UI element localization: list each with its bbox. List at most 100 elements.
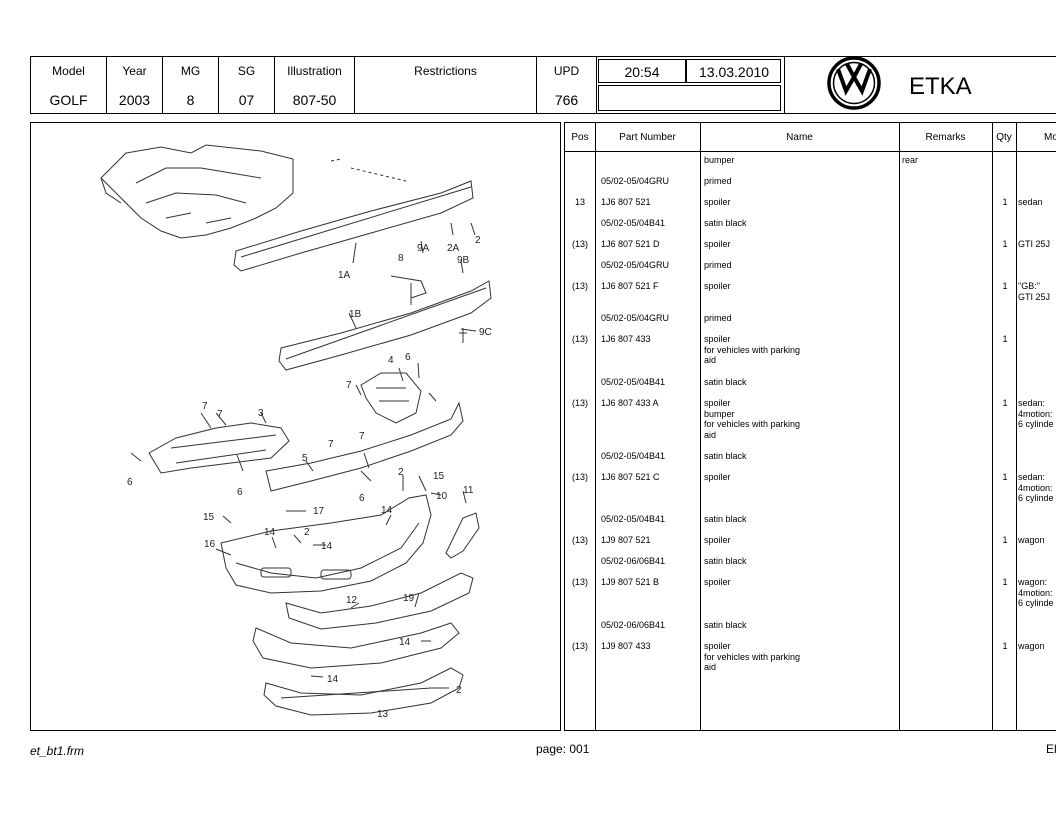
header-cell-upd: UPD 766 — [537, 57, 597, 113]
header-value: GOLF — [49, 92, 88, 108]
spoiler-13-ridge — [280, 687, 432, 699]
callout-label: 7 — [328, 439, 334, 450]
callout-label: 4 — [388, 355, 394, 366]
callout-label: 1A — [338, 270, 351, 281]
bracket-detail — [376, 387, 409, 402]
header-value: 8 — [186, 92, 195, 108]
bumper-cover-10-shape — [220, 494, 432, 594]
callout-label: 7 — [217, 409, 223, 420]
callout-label: 7 — [346, 380, 352, 391]
bumper-cover-crease — [235, 522, 420, 579]
callout-label: 6 — [127, 477, 133, 488]
cell-model: sedan — [1018, 197, 1043, 207]
cell-pn: 1J9 807 433 — [601, 641, 651, 651]
callout-label: 12 — [346, 595, 358, 606]
callout-label: 16 — [204, 539, 216, 550]
cell-model: wagon — [1018, 535, 1045, 545]
callout-label: 9A — [417, 243, 430, 254]
column-header-remarks: Remarks — [925, 132, 966, 143]
cell-pn: 05/02-06/06B41 — [601, 556, 666, 566]
header-divider — [784, 57, 785, 113]
callout-label: 15 — [203, 512, 215, 523]
header-cell-illustration: Illustration 807-50 — [275, 57, 355, 113]
cell-pn: 05/02-05/04B41 — [601, 451, 666, 461]
header-value: 07 — [238, 92, 255, 108]
cell-name: primed — [704, 313, 732, 323]
spoiler-12-shape — [285, 572, 474, 630]
callout-label: 7 — [359, 431, 365, 442]
cell-qty: 1 — [1002, 197, 1008, 207]
cell-qty: 1 — [1002, 334, 1008, 344]
cell-model: wagon — [1018, 641, 1045, 651]
cell-qty: 1 — [1002, 577, 1008, 587]
cell-name: spoiler for vehicles with parking aid — [704, 334, 801, 365]
cell-name: primed — [704, 176, 732, 186]
header-empty-box — [598, 85, 781, 111]
cell-model: wagon: 4motion: 6 cylinde — [1018, 577, 1054, 608]
absorber-ridge — [285, 287, 487, 360]
cell-pos: (13) — [571, 239, 588, 249]
cell-name: spoiler bumper for vehicles with parking… — [704, 398, 801, 440]
callout-label: 6 — [237, 487, 243, 498]
cell-pos: (13) — [571, 398, 588, 408]
callout-label: 17 — [313, 506, 325, 517]
table-header: Pos Part Number Name Remarks Qty Mo — [565, 123, 1056, 152]
header-cell-sg: SG 07 — [219, 57, 275, 113]
column-divider — [992, 123, 993, 730]
cell-pos: 13 — [574, 197, 585, 207]
column-header-name: Name — [786, 132, 813, 143]
strip-11-shape — [445, 512, 480, 559]
callout-label: 19 — [403, 593, 415, 604]
callout-label: 10 — [436, 491, 448, 502]
callout-label: 2 — [475, 235, 481, 246]
bracket-3-shape — [148, 422, 290, 474]
callout-label: 7 — [202, 401, 208, 412]
cell-pn: 05/02-05/04GRU — [601, 260, 670, 270]
header-label: UPD — [553, 64, 580, 78]
cell-qty: 1 — [1002, 641, 1008, 651]
column-divider — [1016, 123, 1017, 730]
cell-pn: 05/02-06/06B41 — [601, 620, 666, 630]
cell-pn: 1J9 807 521 B — [601, 577, 660, 587]
cell-pos: (13) — [571, 535, 588, 545]
absorber-1b-shape — [278, 280, 492, 371]
header-date: 13.03.2010 — [686, 59, 781, 83]
callout-label: 6 — [359, 493, 365, 504]
stud-8-shape — [390, 275, 427, 305]
callout-label: 2A — [447, 243, 460, 254]
header-label: MG — [180, 64, 201, 78]
cell-pos: (13) — [571, 334, 588, 344]
bolt-9c-shape — [459, 328, 467, 343]
body-frame-detail — [135, 167, 262, 224]
spoiler-19-shape — [252, 622, 460, 669]
body-frame-edge — [100, 177, 122, 204]
callout-labels: 2 2A 9A 9B 8 1A 1B 9C 4 6 7 7 3 7 6 7 5 … — [127, 235, 492, 720]
cell-pn: 1J6 807 521 — [601, 197, 651, 207]
cell-pn: 1J6 807 433 A — [601, 398, 659, 408]
footer-filename: et_bt1.frm — [30, 744, 85, 758]
cell-name: satin black — [704, 620, 747, 630]
column-divider — [700, 123, 701, 730]
callout-label: 15 — [433, 471, 445, 482]
cell-qty: 1 — [1002, 535, 1008, 545]
callout-label: 8 — [398, 253, 404, 264]
callout-label: 5 — [302, 453, 308, 464]
cell-pn: 1J6 807 433 — [601, 334, 651, 344]
cell-pos: (13) — [571, 472, 588, 482]
header-cell-mg: MG 8 — [163, 57, 219, 113]
cell-name: primed — [704, 260, 732, 270]
cell-name: spoiler — [704, 281, 731, 291]
callout-label: 9B — [457, 255, 470, 266]
column-header-part-number: Part Number — [619, 132, 676, 143]
cell-pn: 1J6 807 521 C — [601, 472, 660, 482]
cell-name: satin black — [704, 377, 747, 387]
impact-bar-ridge — [240, 186, 472, 258]
footer-right-label: El — [1046, 742, 1056, 756]
callout-label: 11 — [463, 485, 474, 496]
cell-pn: 05/02-05/04GRU — [601, 176, 670, 186]
callout-label: 14 — [327, 674, 339, 685]
cell-name: satin black — [704, 451, 747, 461]
callout-label: 9C — [479, 327, 492, 338]
callout-label: 13 — [377, 709, 389, 720]
header-value: 807-50 — [292, 92, 337, 108]
